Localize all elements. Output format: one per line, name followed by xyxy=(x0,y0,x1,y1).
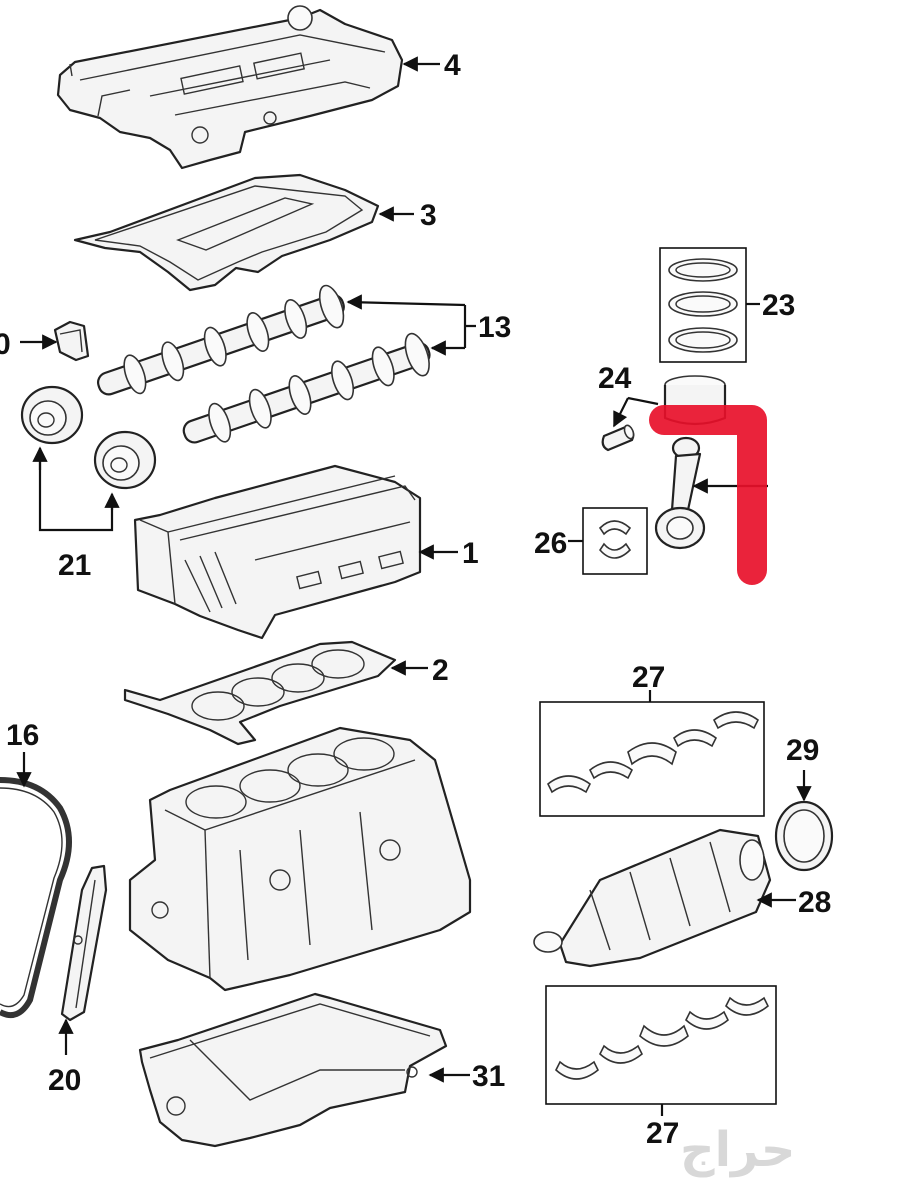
valve-cover-part xyxy=(56,5,404,170)
engine-block-part xyxy=(128,726,472,992)
callout-16: 16 xyxy=(6,719,39,752)
main-bearings-bottom-part xyxy=(555,996,770,1080)
callout-4: 4 xyxy=(444,49,461,82)
callout-28: 28 xyxy=(798,886,831,919)
callout-2: 2 xyxy=(432,654,449,687)
camshaft-part xyxy=(97,284,431,444)
bracket-part xyxy=(53,320,90,362)
cam-phaser-part xyxy=(20,385,157,490)
cylinder-head-part xyxy=(133,464,422,640)
crankshaft-part xyxy=(533,828,772,968)
main-bearings-top-part xyxy=(546,711,760,794)
valve-cover-gasket-part xyxy=(73,173,380,292)
callout-20: 20 xyxy=(48,1064,81,1097)
callout-13: 13 xyxy=(478,311,511,344)
callout-3: 3 xyxy=(420,199,437,232)
oil-pan-part xyxy=(138,992,448,1148)
connecting-rod-part xyxy=(654,436,706,550)
piston-rings-part xyxy=(668,258,738,353)
callout-24: 24 xyxy=(598,362,632,395)
callout-26: 26 xyxy=(534,527,567,560)
red-highlight-mark xyxy=(649,405,767,585)
piston-pin-part xyxy=(601,424,635,452)
callout-29: 29 xyxy=(786,734,819,767)
callout-27-bottom: 27 xyxy=(646,1117,679,1150)
main-bearings-box-top xyxy=(539,701,765,817)
timing-chain-part xyxy=(0,777,72,1018)
callout-1: 1 xyxy=(462,537,479,570)
haraj-watermark-logo: حراج xyxy=(680,1122,796,1178)
chain-guide-part xyxy=(60,864,108,1022)
rear-main-seal-part xyxy=(774,800,834,872)
callout-27-top: 27 xyxy=(632,661,665,694)
head-gasket-part xyxy=(123,640,397,746)
rod-bearing-box xyxy=(582,507,648,575)
callout-23: 23 xyxy=(762,289,795,322)
callout-31: 31 xyxy=(472,1060,505,1093)
rod-bearing-part xyxy=(598,520,632,559)
callout-21: 21 xyxy=(58,549,91,582)
callout-20-left: 0 xyxy=(0,328,11,361)
